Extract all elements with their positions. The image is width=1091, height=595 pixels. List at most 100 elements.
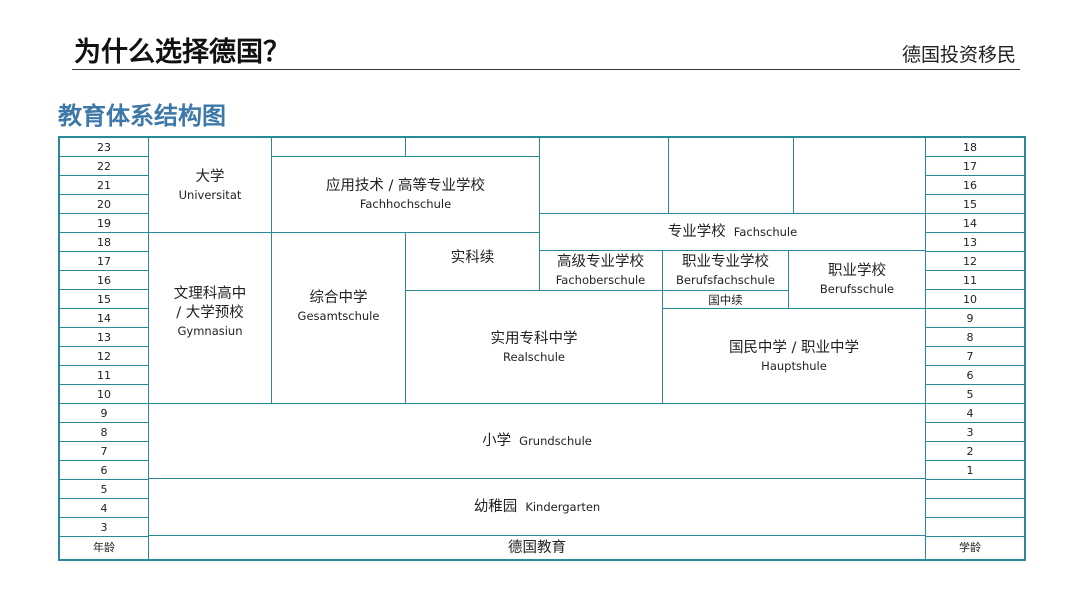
grid-line [663,308,925,309]
grade-cell: 13 [963,236,977,249]
grid-line [926,251,1026,252]
grid-line [668,138,669,213]
grade-cell: 9 [966,312,974,325]
grid-line [926,213,1026,214]
grid-line [148,138,149,560]
grid-line [662,251,663,403]
grid-line [926,460,1026,461]
age-cell: 21 [97,179,111,192]
grade-cell: 11 [963,274,977,287]
age-cell: 17 [97,255,111,268]
kindergarten-box: 幼稚园 Kindergarten [473,498,601,515]
grid-line [60,270,148,271]
hauptschule-box: 国民中学 / 职业中学 Hauptshule [728,339,860,373]
age-cell: 22 [97,160,111,173]
brand-label: 德国投资移民 [901,44,1016,66]
fachschule-box: 专业学校 Fachschule [667,223,798,240]
grid-line [926,536,1026,537]
grid-line [60,441,148,442]
grid-line [405,233,406,403]
grid-line [663,290,788,291]
age-cell: 12 [97,350,111,363]
grid-line [926,270,1026,271]
grid-line [926,194,1026,195]
grid-line [926,156,1026,157]
grid-line [926,422,1026,423]
grid-line [60,194,148,195]
gesamtschule-box: 综合中学 Gesamtschule [297,290,380,323]
grid-line [60,460,148,461]
grid-line [925,138,926,560]
age-cell: 11 [97,369,111,382]
grade-cell [926,480,1014,499]
grade-cell: 5 [966,388,974,401]
grade-cell [926,499,1014,518]
germany-education-label: 德国教育 [508,539,566,556]
age-cell: 6 [100,464,108,477]
grid-line [926,365,1026,366]
fachoberschule-box: 高级专业学校 Fachoberschule [555,254,646,287]
age-cell: 3 [100,521,108,534]
grade-cell: 7 [966,350,974,363]
grid-line [60,175,148,176]
grade-cell: 18 [963,141,977,154]
age-cell: 7 [100,445,108,458]
grid-line [540,250,925,251]
grade-cell: 15 [963,198,977,211]
grid-line [60,289,148,290]
grid-line [60,251,148,252]
age-cell: 23 [97,141,111,154]
realschule-box: 实用专科中学 Realschule [490,330,578,364]
grid-line [60,479,148,480]
grid-line [926,498,1026,499]
grid-line [60,232,148,233]
grade-cell: 16 [963,179,977,192]
grid-line [539,138,540,290]
grid-line [926,346,1026,347]
grid-line [149,403,925,404]
grid-line [272,156,539,157]
gymnasium-box: 文理科高中 / 大学预校 Gymnasiun [173,286,247,338]
grid-line [60,536,148,537]
age-cell: 8 [100,426,108,439]
grid-line [926,441,1026,442]
page-title: 为什么选择德国？ [74,37,290,68]
grid-line [60,403,148,404]
grundschule-box: 小学 Grundschule [482,432,592,449]
grid-line [405,138,406,156]
grid-line [926,289,1026,290]
grade-cell: 10 [963,293,977,306]
grade-cell: 6 [966,369,974,382]
fachhochschule-box: 应用技术 / 高等专业学校 Fachhochschule [325,178,486,211]
grid-line [926,517,1026,518]
age-cell: 4 [100,502,108,515]
age-cell: 5 [100,483,108,496]
age-cell: 14 [97,312,111,325]
grid-line [926,384,1026,385]
age-cell: 10 [97,388,111,401]
university-box: 大学 Universitat [178,168,242,202]
grade-cell: 3 [966,426,974,439]
age-cell: 9 [100,407,108,420]
grid-line [926,232,1026,233]
age-cell: 13 [97,331,111,344]
age-cell: 20 [97,198,111,211]
grid-line [272,232,539,233]
grid-line [60,346,148,347]
grade-cell: 8 [966,331,974,344]
grade-cell: 2 [966,445,974,458]
grade-cell: 1 [966,464,974,477]
age-cell: 16 [97,274,111,287]
grid-line [926,403,1026,404]
grid-line [60,327,148,328]
grid-line [926,308,1026,309]
age-cell: 19 [97,217,111,230]
age-column-footer: 年龄 [93,541,115,554]
grid-line [271,138,272,403]
grid-line [793,138,794,213]
realschule-continuation-box: 实科续 [450,250,495,266]
diagram-title: 教育体系结构图 [58,102,226,130]
grid-line [60,517,148,518]
grade-cell: 4 [966,407,974,420]
